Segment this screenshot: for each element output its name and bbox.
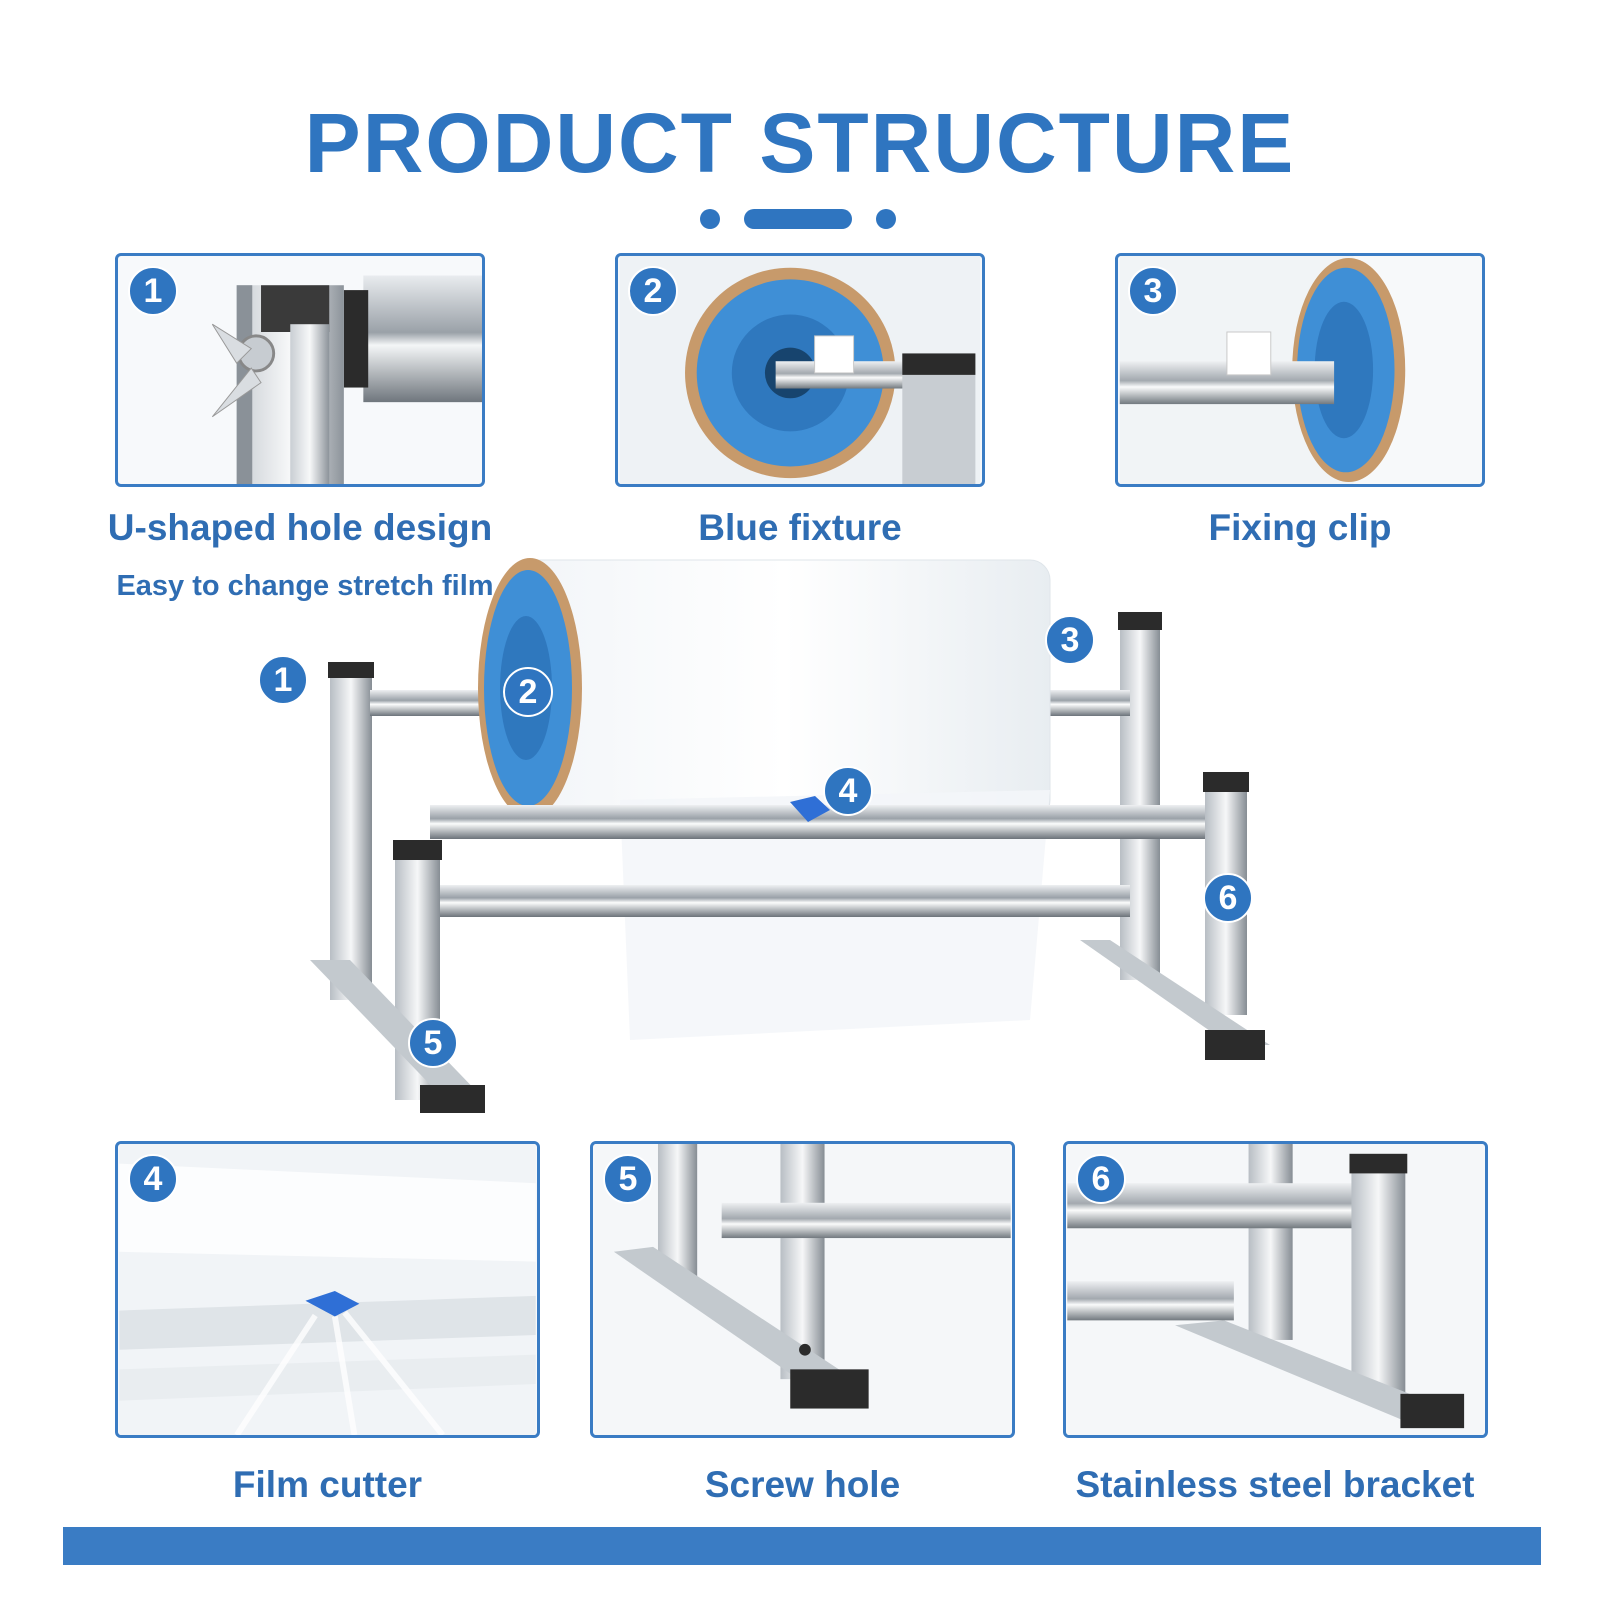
feature-label-1: U-shaped hole design bbox=[107, 507, 493, 548]
feature-panel-6: 6 bbox=[1063, 1141, 1488, 1438]
feature-number-badge: 3 bbox=[1128, 266, 1178, 316]
hero-marker-4: 4 bbox=[823, 766, 873, 816]
feature-panel-4: 4 bbox=[115, 1141, 540, 1438]
screw-hole-photo bbox=[594, 1144, 1011, 1435]
hero-marker-3: 3 bbox=[1045, 615, 1095, 665]
feature-number-badge: 6 bbox=[1076, 1154, 1126, 1204]
feature-sublabel-1: Easy to change stretch film bbox=[116, 570, 494, 602]
film-cutter-photo bbox=[119, 1144, 536, 1435]
feature-label-6: Stainless steel bracket bbox=[1075, 1464, 1475, 1505]
page-title: PRODUCT STRUCTURE bbox=[304, 96, 1296, 190]
feature-label-4: Film cutter bbox=[232, 1464, 423, 1505]
hero-marker-5: 5 bbox=[408, 1018, 458, 1068]
feature-label-2: Blue fixture bbox=[698, 507, 902, 548]
hero-marker-1: 1 bbox=[258, 655, 308, 705]
feature-panel-5: 5 bbox=[590, 1141, 1015, 1438]
blue-fixture-photo bbox=[619, 256, 981, 484]
feature-panel-2: 2 bbox=[615, 253, 985, 487]
feature-label-5: Screw hole bbox=[704, 1464, 901, 1505]
stainless-steel-bracket-photo bbox=[1067, 1144, 1484, 1435]
hero-marker-2: 2 bbox=[503, 667, 553, 717]
product-hero-image: 1 2 3 4 5 6 bbox=[230, 540, 1380, 1140]
feature-number-badge: 5 bbox=[603, 1154, 653, 1204]
footer-bar bbox=[63, 1527, 1541, 1565]
title-divider bbox=[0, 209, 1600, 229]
feature-label-3: Fixing clip bbox=[1208, 507, 1392, 548]
feature-number-badge: 4 bbox=[128, 1154, 178, 1204]
u-shaped-hole-photo bbox=[211, 275, 482, 484]
feature-number-badge: 1 bbox=[128, 266, 178, 316]
feature-number-badge: 2 bbox=[628, 266, 678, 316]
fixing-clip-photo bbox=[1119, 256, 1481, 484]
feature-panel-1: 1 bbox=[115, 253, 485, 487]
feature-panel-3: 3 bbox=[1115, 253, 1485, 487]
hero-marker-6: 6 bbox=[1203, 873, 1253, 923]
